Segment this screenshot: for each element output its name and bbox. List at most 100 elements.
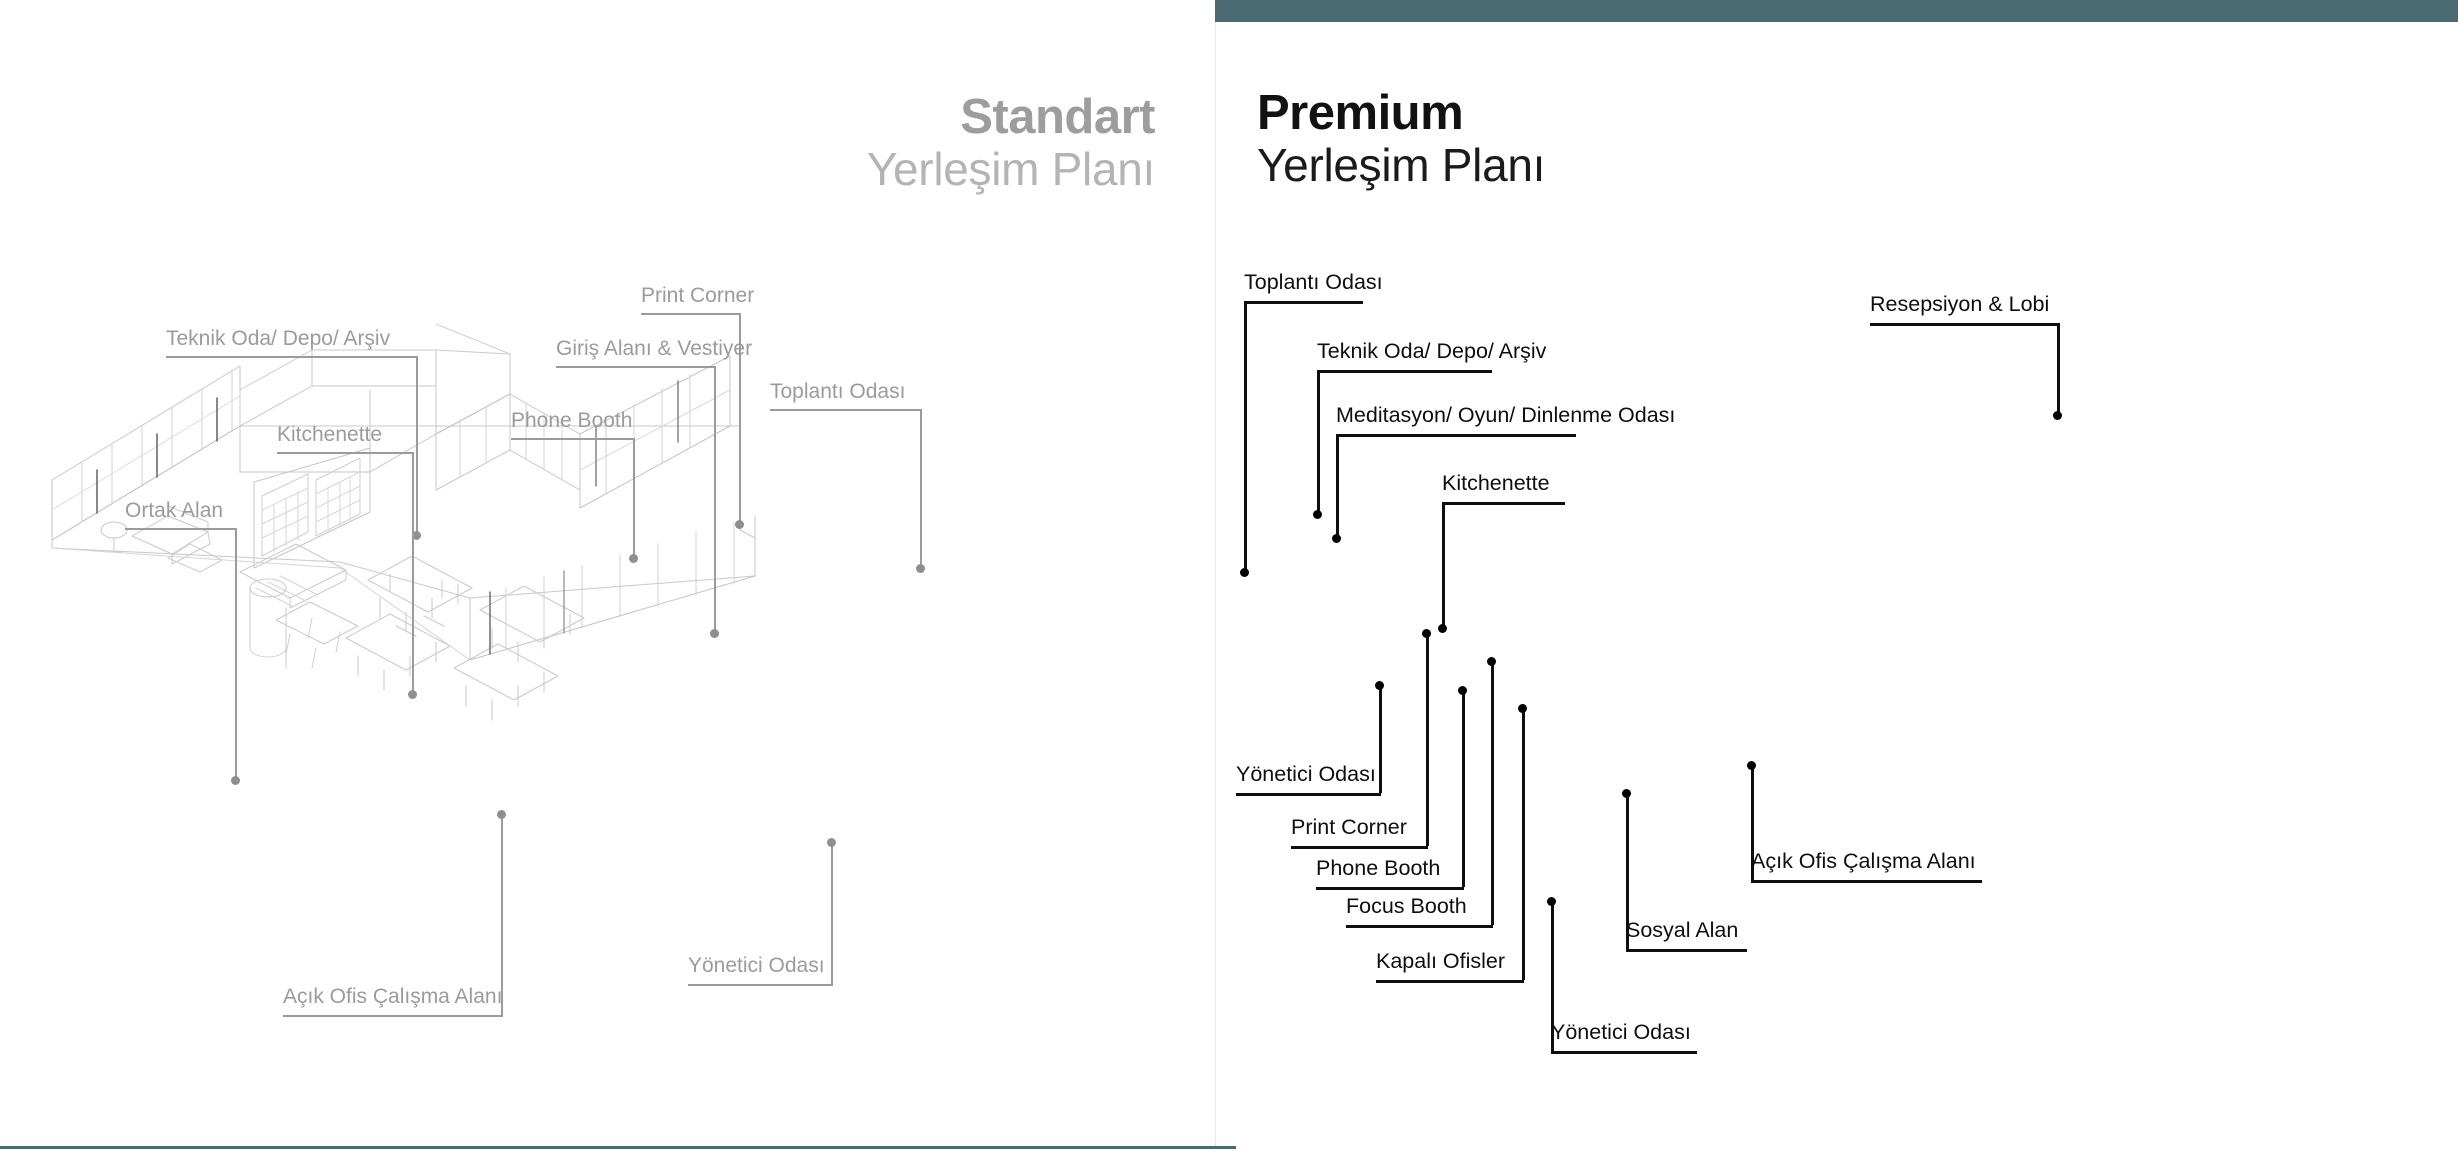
- leader-premium-11-v: [1751, 765, 1754, 880]
- leader-premium-2-v: [1336, 434, 1339, 538]
- leader-standart-7-h: [283, 1015, 503, 1017]
- leader-dot-premium-7: [1458, 686, 1467, 695]
- leader-dot-premium-10: [1622, 789, 1631, 798]
- callout-standart-giris-alani-vestiyer: Giriş Alanı & Vestiyer: [556, 337, 753, 360]
- leader-premium-10-v: [1626, 793, 1629, 949]
- panel-divider: [1215, 22, 1216, 1146]
- leader-standart-7-v: [501, 814, 503, 1015]
- leader-dot-premium-3: [1438, 624, 1447, 633]
- leader-dot-premium-11: [1747, 761, 1756, 770]
- callout-premium-yonetici-odasi-sol: Yönetici Odası: [1236, 762, 1376, 786]
- callout-premium-meditasyon-oyun-dinlenme-odasi: Meditasyon/ Oyun/ Dinlenme Odası: [1336, 403, 1676, 427]
- callout-standart-acik-ofis-calisma-alani: Açık Ofis Çalışma Alanı: [283, 985, 503, 1008]
- callout-standart-ortak-alan: Ortak Alan: [125, 499, 224, 522]
- callout-standart-print-corner: Print Corner: [641, 284, 755, 307]
- leader-premium-0-v: [1244, 301, 1247, 572]
- callout-standart-yonetici-odasi: Yönetici Odası: [688, 954, 825, 977]
- standart-floorplan-illustration: [40, 323, 770, 760]
- leader-dot-standart-4: [629, 554, 638, 563]
- leader-standart-8-h: [688, 984, 833, 986]
- leader-dot-premium-5: [1375, 681, 1384, 690]
- callout-premium-yonetici-odasi-alt: Yönetici Odası: [1551, 1020, 1691, 1044]
- callout-standart-toplanti-odasi: Toplantı Odası: [770, 380, 906, 403]
- leader-dot-premium-9: [1518, 704, 1527, 713]
- premium-panel: Premium Yerleşim Planı: [1215, 0, 2458, 1156]
- leader-standart-1-h: [641, 313, 741, 315]
- callout-standart-kitchenette: Kitchenette: [277, 423, 383, 446]
- leader-premium-6-h: [1291, 846, 1428, 849]
- leader-dot-standart-5: [408, 690, 417, 699]
- leader-dot-standart-3: [916, 564, 925, 573]
- leader-premium-1-h: [1317, 370, 1492, 373]
- leader-premium-12-h: [1551, 1051, 1697, 1054]
- leader-premium-7-v: [1462, 690, 1465, 887]
- callout-premium-kapali-ofisler: Kapalı Ofisler: [1376, 949, 1506, 973]
- leader-dot-standart-7: [497, 810, 506, 819]
- callout-premium-resepsiyon-lobi: Resepsiyon & Lobi: [1870, 292, 2050, 316]
- leader-dot-premium-6: [1422, 629, 1431, 638]
- leader-standart-2-h: [556, 366, 716, 368]
- leader-premium-7-h: [1316, 887, 1464, 890]
- premium-title-light: Yerleşim Planı: [1257, 138, 1546, 191]
- leader-dot-premium-8: [1487, 657, 1496, 666]
- leader-standart-5-v: [412, 452, 414, 694]
- leader-standart-6-h: [125, 528, 237, 530]
- callout-premium-kitchenette: Kitchenette: [1442, 471, 1550, 495]
- premium-title-block: Premium Yerleşim Planı: [1257, 86, 1546, 191]
- leader-premium-5-v: [1379, 685, 1382, 793]
- callout-premium-focus-booth: Focus Booth: [1346, 894, 1467, 918]
- leader-premium-6-v: [1426, 633, 1429, 846]
- leader-premium-3-h: [1442, 502, 1565, 505]
- leader-standart-0-h: [166, 356, 418, 358]
- leader-dot-premium-2: [1332, 534, 1341, 543]
- leader-standart-3-h: [770, 409, 922, 411]
- callout-premium-print-corner: Print Corner: [1291, 815, 1407, 839]
- leader-premium-3-v: [1442, 502, 1445, 628]
- leader-dot-standart-0: [412, 531, 421, 540]
- leader-premium-4-h: [1870, 323, 2059, 326]
- leader-standart-8-v: [831, 842, 833, 984]
- premium-title-strong: Premium: [1257, 86, 1464, 140]
- callout-premium-acik-ofis-calisma-alani: Açık Ofis Çalışma Alanı: [1751, 849, 1976, 873]
- leader-premium-9-h: [1376, 980, 1524, 983]
- leader-premium-8-h: [1346, 925, 1493, 928]
- callout-standart-teknik-oda-depo-arsiv: Teknik Oda/ Depo/ Arşiv: [166, 327, 391, 350]
- top-accent-bar: [1215, 0, 2458, 22]
- leader-dot-standart-2: [710, 629, 719, 638]
- callout-standart-phone-booth: Phone Booth: [511, 409, 633, 432]
- callout-premium-phone-booth: Phone Booth: [1316, 856, 1441, 880]
- leader-premium-10-h: [1626, 949, 1747, 952]
- leader-dot-standart-1: [735, 520, 744, 529]
- leader-standart-6-v: [235, 528, 237, 780]
- standart-isometric-svg: [51, 323, 756, 721]
- leader-premium-11-h: [1751, 880, 1982, 883]
- callout-premium-toplanti-odasi: Toplantı Odası: [1244, 270, 1383, 294]
- leader-dot-premium-12: [1547, 897, 1556, 906]
- leader-standart-4-v: [633, 438, 635, 558]
- callout-premium-teknik-oda-depo-arsiv: Teknik Oda/ Depo/ Arşiv: [1317, 339, 1547, 363]
- callout-premium-sosyal-alan: Sosyal Alan: [1626, 918, 1739, 942]
- standart-title-light: Yerleşim Planı: [866, 142, 1155, 195]
- leader-premium-8-v: [1491, 661, 1494, 925]
- leader-dot-standart-8: [827, 838, 836, 847]
- leader-premium-4-v: [2057, 323, 2060, 415]
- leader-premium-12-v: [1551, 901, 1554, 1051]
- bottom-accent-rule: [0, 1146, 1236, 1149]
- leader-standart-3-v: [920, 409, 922, 568]
- leader-standart-0-v: [416, 356, 418, 535]
- leader-dot-premium-4: [2053, 411, 2062, 420]
- leader-dot-standart-6: [231, 776, 240, 785]
- leader-dot-premium-1: [1313, 510, 1322, 519]
- standart-panel: Standart Yerleşim Planı: [0, 0, 1215, 1156]
- leader-standart-4-h: [511, 438, 635, 440]
- leader-standart-2-v: [714, 366, 716, 633]
- leader-premium-0-h: [1244, 301, 1363, 304]
- leader-premium-5-h: [1236, 793, 1381, 796]
- leader-premium-9-v: [1522, 708, 1525, 980]
- leader-standart-1-v: [739, 313, 741, 524]
- leader-premium-2-h: [1336, 434, 1576, 437]
- leader-premium-1-v: [1317, 370, 1320, 514]
- leader-dot-premium-0: [1240, 568, 1249, 577]
- leader-standart-5-h: [277, 452, 414, 454]
